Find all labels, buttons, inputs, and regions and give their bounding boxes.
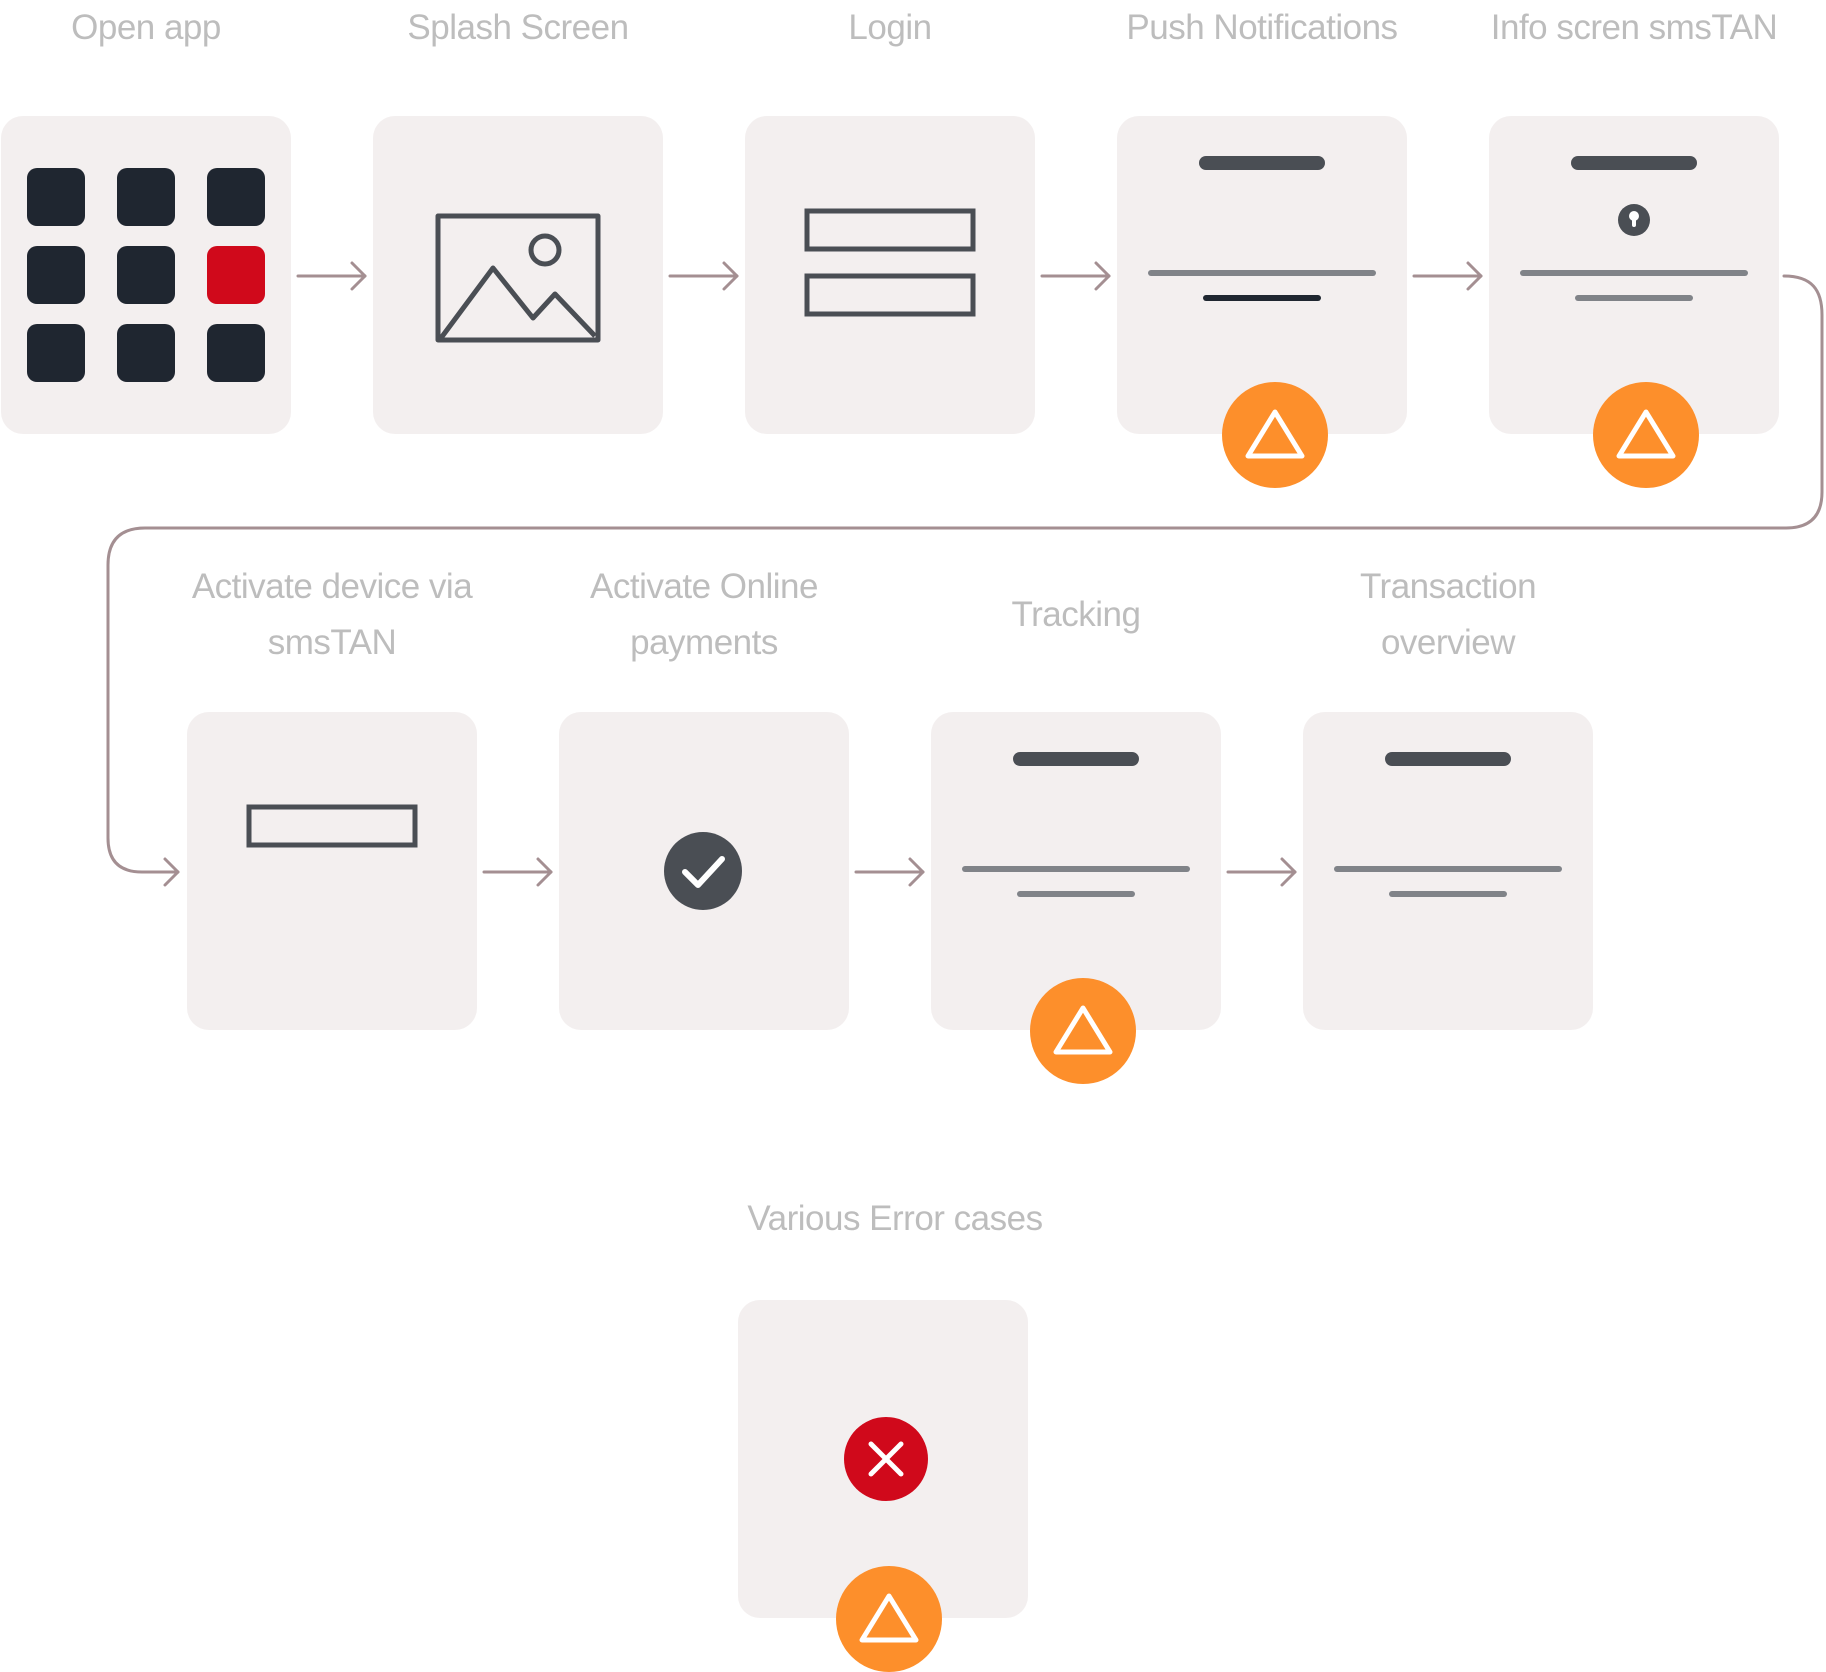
check-circle-icon — [664, 832, 742, 910]
card-various-error-cases[interactable] — [738, 1300, 1028, 1618]
card-info-screen-smstan[interactable] — [1489, 116, 1779, 434]
card-transaction-overview[interactable] — [1303, 712, 1593, 1030]
error-x-icon — [844, 1417, 928, 1501]
warning-badge-push — [1222, 382, 1328, 488]
warning-triangle-icon — [1616, 409, 1676, 459]
input-field-icon — [246, 804, 418, 848]
warning-triangle-icon — [1245, 409, 1305, 459]
label-splash-screen: Splash Screen — [407, 8, 629, 47]
warning-triangle-icon — [1053, 1005, 1113, 1055]
warning-badge-info — [1593, 382, 1699, 488]
app-grid-icon — [27, 168, 265, 382]
card-open-app[interactable] — [1, 116, 291, 434]
arrow-device-to-online — [482, 857, 553, 887]
arrow-online-to-tracking — [854, 857, 925, 887]
label-various-error-cases: Various Error cases — [747, 1199, 1043, 1238]
card-tracking[interactable] — [931, 712, 1221, 1030]
screen-lines-icon — [1334, 752, 1562, 897]
label-open-app: Open app — [71, 8, 221, 47]
label-login: Login — [848, 8, 932, 47]
form-fields-icon — [804, 208, 976, 317]
warning-triangle-icon — [859, 1593, 919, 1643]
screen-lines-icon — [962, 752, 1190, 897]
label-info-screen-smstan: Info scren smsTAN — [1490, 8, 1778, 47]
arrow-open-to-splash — [296, 261, 367, 291]
warning-badge-error — [836, 1566, 942, 1672]
arrow-splash-to-login — [668, 261, 739, 291]
keyhole-icon — [1618, 204, 1650, 236]
label-tracking: Tracking — [1011, 595, 1141, 634]
arrow-tracking-to-transactions — [1226, 857, 1297, 887]
screen-lock-lines-icon — [1520, 156, 1748, 301]
card-activate-device[interactable] — [187, 712, 477, 1030]
arrow-push-to-info — [1412, 261, 1483, 291]
arrow-login-to-push — [1040, 261, 1111, 291]
image-placeholder-icon — [435, 213, 601, 343]
card-login[interactable] — [745, 116, 1035, 434]
card-splash-screen[interactable] — [373, 116, 663, 434]
label-push-notifications: Push Notifications — [1126, 8, 1398, 47]
screen-lines-icon — [1148, 156, 1376, 301]
card-activate-online-payments[interactable] — [559, 712, 849, 1030]
card-push-notifications[interactable] — [1117, 116, 1407, 434]
arrow-info-to-activate-device — [106, 274, 1824, 874]
warning-badge-tracking — [1030, 978, 1136, 1084]
